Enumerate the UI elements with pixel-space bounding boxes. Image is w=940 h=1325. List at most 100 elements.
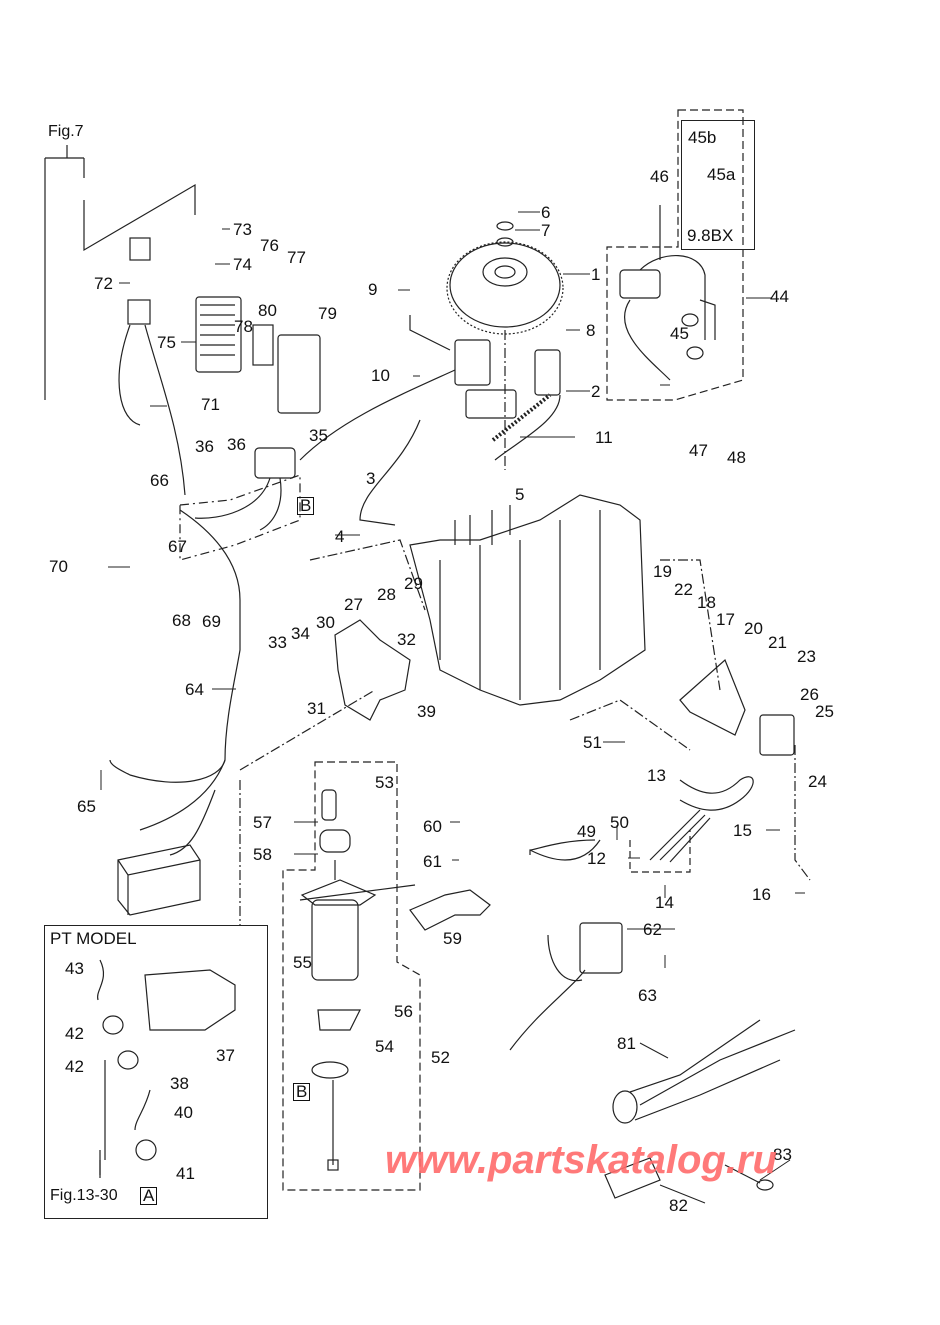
callout-60[interactable]: 60 bbox=[423, 817, 442, 836]
callout-76[interactable]: 76 bbox=[260, 236, 279, 255]
callout-83[interactable]: 83 bbox=[773, 1145, 792, 1164]
callout-69[interactable]: 69 bbox=[202, 612, 221, 631]
callout-35[interactable]: 35 bbox=[309, 426, 328, 445]
callout-59[interactable]: 59 bbox=[443, 929, 462, 948]
callout-63[interactable]: 63 bbox=[638, 986, 657, 1005]
callout-26[interactable]: 26 bbox=[800, 685, 819, 704]
callout-22[interactable]: 22 bbox=[674, 580, 693, 599]
callout-1[interactable]: 1 bbox=[591, 265, 601, 284]
callout-79-label[interactable]: 79 bbox=[318, 304, 337, 323]
callout-77[interactable]: 77 bbox=[287, 248, 306, 267]
figure-reference-fig13-30[interactable]: Fig.13-30 bbox=[50, 1187, 118, 1204]
callout-57[interactable]: 57 bbox=[253, 813, 272, 832]
callout-78[interactable]: 78 bbox=[234, 317, 253, 336]
starter-motor-part bbox=[300, 789, 377, 1171]
callout-17[interactable]: 17 bbox=[716, 610, 735, 629]
callout-42b[interactable]: 42 bbox=[65, 1057, 84, 1076]
callout-43[interactable]: 43 bbox=[65, 959, 84, 978]
callout-23[interactable]: 23 bbox=[797, 647, 816, 666]
callout-51[interactable]: 51 bbox=[583, 733, 602, 752]
callout-13[interactable]: 13 bbox=[647, 766, 666, 785]
callout-29[interactable]: 29 bbox=[404, 574, 423, 593]
callout-12[interactable]: 12 bbox=[587, 849, 606, 868]
callout-65[interactable]: 65 bbox=[77, 797, 96, 816]
callout-28[interactable]: 28 bbox=[377, 585, 396, 604]
callout-72[interactable]: 72 bbox=[94, 274, 113, 293]
callout-8[interactable]: 8 bbox=[586, 321, 596, 340]
callout-15[interactable]: 15 bbox=[733, 821, 752, 840]
callout-30[interactable]: 30 bbox=[316, 613, 335, 632]
callout-48[interactable]: 48 bbox=[727, 448, 746, 467]
callout-53[interactable]: 53 bbox=[375, 773, 394, 792]
callout-75[interactable]: 75 bbox=[157, 333, 176, 352]
callout-47[interactable]: 47 bbox=[689, 441, 708, 460]
callout-16[interactable]: 16 bbox=[752, 885, 771, 904]
starter-relay-part bbox=[179, 447, 301, 561]
figure-reference-fig7[interactable]: Fig.7 bbox=[48, 123, 84, 140]
callout-62[interactable]: 62 bbox=[643, 920, 662, 939]
callout-25[interactable]: 25 bbox=[815, 702, 834, 721]
callout-7[interactable]: 7 bbox=[541, 221, 551, 240]
callout-33[interactable]: 33 bbox=[268, 633, 287, 652]
callout-2[interactable]: 2 bbox=[591, 382, 601, 401]
battery-part bbox=[117, 844, 201, 916]
rectifier-62-part bbox=[509, 922, 623, 1051]
callout-82[interactable]: 82 bbox=[669, 1196, 688, 1215]
callout-9[interactable]: 9 bbox=[368, 280, 378, 299]
callout-6[interactable]: 6 bbox=[541, 203, 551, 222]
callout-37[interactable]: 37 bbox=[216, 1046, 235, 1065]
callout-68[interactable]: 68 bbox=[172, 611, 191, 630]
callout-64[interactable]: 64 bbox=[185, 680, 204, 699]
callout-52[interactable]: 52 bbox=[431, 1048, 450, 1067]
callout-20[interactable]: 20 bbox=[744, 619, 763, 638]
callout-24[interactable]: 24 bbox=[808, 772, 827, 791]
callout-27[interactable]: 27 bbox=[344, 595, 363, 614]
callout-45b[interactable]: 45b bbox=[688, 128, 717, 147]
callout-54[interactable]: 54 bbox=[375, 1037, 394, 1056]
callout-45[interactable]: 45 bbox=[670, 324, 689, 343]
callout-38[interactable]: 38 bbox=[170, 1074, 189, 1093]
callout-14[interactable]: 14 bbox=[655, 893, 674, 912]
electrical-bracket-part bbox=[118, 237, 321, 496]
callout-45a[interactable]: 45a bbox=[707, 165, 736, 184]
callout-39[interactable]: 39 bbox=[417, 702, 436, 721]
callout-5[interactable]: 5 bbox=[515, 485, 525, 504]
callout-46[interactable]: 46 bbox=[650, 167, 669, 186]
callout-40[interactable]: 40 bbox=[174, 1103, 193, 1122]
callout-81[interactable]: 81 bbox=[617, 1034, 636, 1053]
callout-55[interactable]: 55 bbox=[293, 953, 312, 972]
callout-4[interactable]: 4 bbox=[335, 527, 345, 546]
callout-10[interactable]: 10 bbox=[371, 366, 390, 385]
fig7-bracket-lines bbox=[44, 145, 196, 400]
callout-21[interactable]: 21 bbox=[768, 633, 787, 652]
callout-36b[interactable]: 36 bbox=[227, 435, 246, 454]
box-marker-b-upper: B bbox=[297, 497, 315, 515]
starter-bracket-part bbox=[299, 884, 491, 931]
callout-49[interactable]: 49 bbox=[577, 822, 596, 841]
callout-19[interactable]: 19 bbox=[653, 562, 672, 581]
callout-44[interactable]: 44 bbox=[770, 287, 789, 306]
callout-3[interactable]: 3 bbox=[366, 469, 376, 488]
callout-31[interactable]: 31 bbox=[307, 699, 326, 718]
callout-67[interactable]: 67 bbox=[168, 537, 187, 556]
variant-inset-box bbox=[681, 120, 755, 250]
cable-49-part bbox=[529, 839, 601, 861]
callout-80[interactable]: 80 bbox=[258, 301, 277, 320]
ignition-coil-group bbox=[606, 109, 744, 401]
callout-42a[interactable]: 42 bbox=[65, 1024, 84, 1043]
callout-56[interactable]: 56 bbox=[394, 1002, 413, 1021]
callout-36a[interactable]: 36 bbox=[195, 437, 214, 456]
callout-18[interactable]: 18 bbox=[697, 593, 716, 612]
callout-61[interactable]: 61 bbox=[423, 852, 442, 871]
callout-66[interactable]: 66 bbox=[150, 471, 169, 490]
callout-50[interactable]: 50 bbox=[610, 813, 629, 832]
callout-74[interactable]: 74 bbox=[233, 255, 252, 274]
callout-58[interactable]: 58 bbox=[253, 845, 272, 864]
callout-41[interactable]: 41 bbox=[176, 1164, 195, 1183]
callout-70[interactable]: 70 bbox=[49, 557, 68, 576]
callout-32[interactable]: 32 bbox=[397, 630, 416, 649]
callout-73[interactable]: 73 bbox=[233, 220, 252, 239]
callout-11[interactable]: 11 bbox=[595, 428, 613, 447]
callout-34[interactable]: 34 bbox=[291, 624, 310, 643]
callout-71[interactable]: 71 bbox=[201, 395, 220, 414]
